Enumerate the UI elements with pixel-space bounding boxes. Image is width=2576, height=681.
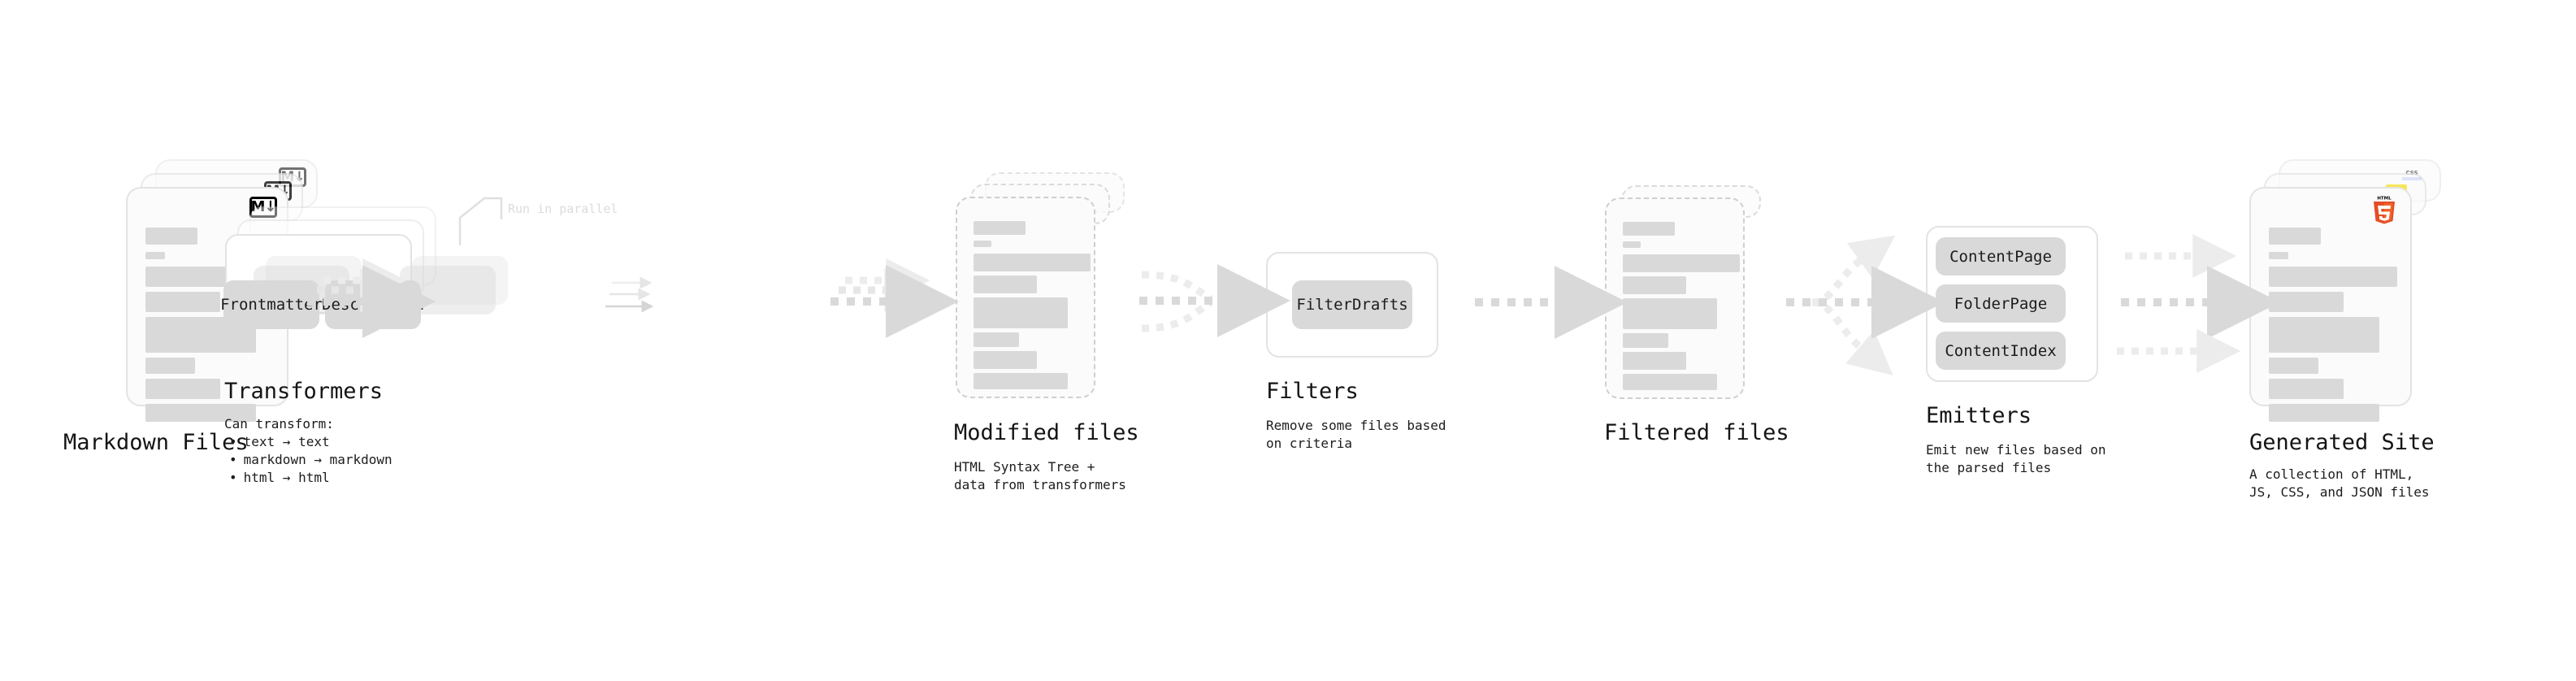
filter-chip-filterdrafts[interactable]: FilterDrafts (1292, 280, 1412, 329)
modified-desc-line2: data from transformers (954, 477, 1126, 492)
content-bar (145, 358, 195, 374)
content-bar (974, 254, 1091, 271)
content-bar (974, 275, 1037, 293)
arrow-filtered-to-emitters (1786, 235, 1945, 375)
content-bar (974, 241, 991, 247)
content-bar (1623, 352, 1686, 370)
content-bar (1623, 241, 1641, 248)
content-bar (974, 297, 1068, 328)
modified-files-title: Modified files (954, 420, 1139, 445)
arrow-frontmatter-to-description (605, 276, 654, 313)
transformers-title: Transformers (224, 379, 384, 404)
content-bar (974, 351, 1037, 369)
content-bar (145, 404, 256, 422)
generated-desc-line2: JS, CSS, and JSON files (2249, 484, 2430, 500)
transformer-chip-description[interactable]: Description (322, 280, 424, 329)
transformers-bullet: text → text (229, 433, 392, 451)
filters-desc-line2: on criteria (1266, 436, 1352, 451)
content-bar (145, 292, 220, 312)
arrow-modified-to-filters (1139, 264, 1290, 337)
emitters-description: Emit new files based on the parsed files (1926, 441, 2106, 477)
content-bar (1623, 276, 1686, 294)
filtered-file-content (1607, 199, 1743, 397)
filters-description: Remove some files based on criteria (1266, 417, 1446, 453)
emitters-desc-line2: the parsed files (1926, 460, 2052, 475)
content-bar (2269, 379, 2344, 399)
emitters-title: Emitters (1926, 403, 2032, 428)
markdown-files-title: Markdown Files (63, 430, 249, 455)
content-bar (2269, 404, 2379, 422)
modified-desc-line1: HTML Syntax Tree + (954, 459, 1095, 475)
content-bar (2269, 267, 2397, 287)
content-bar (2269, 252, 2288, 259)
content-bar (2269, 228, 2321, 245)
filtered-file-card-front (1605, 197, 1745, 399)
svg-text:HTML: HTML (2377, 197, 2392, 202)
content-bar (1623, 254, 1740, 272)
transformers-bullet: markdown → markdown (229, 451, 392, 469)
arrow-emitters-to-generated (2117, 234, 2280, 373)
generated-file-card-html: HTML (2249, 187, 2412, 422)
content-bar (1623, 333, 1668, 348)
generated-site-title: Generated Site (2249, 430, 2435, 455)
content-bar (145, 252, 165, 259)
content-bar (974, 332, 1019, 347)
filters-title: Filters (1266, 379, 1359, 404)
content-bar (145, 228, 197, 245)
filtered-files-title: Filtered files (1604, 420, 1789, 445)
generated-site-description: A collection of HTML, JS, CSS, and JSON … (2249, 466, 2430, 501)
content-bar (2269, 358, 2318, 374)
filters-desc-line1: Remove some files based (1266, 418, 1446, 433)
content-bar (974, 221, 1026, 235)
generated-desc-line1: A collection of HTML, (2249, 466, 2414, 482)
modified-file-card-front (956, 197, 1095, 398)
content-bar (2269, 292, 2344, 312)
content-bar (1623, 222, 1675, 236)
emitters-desc-line1: Emit new files based on (1926, 442, 2106, 458)
transformers-bullet-list: text → text markdown → markdown html → h… (229, 433, 392, 487)
emitter-chip-contentpage[interactable]: ContentPage (1936, 237, 2066, 275)
content-bar (1623, 298, 1717, 329)
transformer-chip-frontmatter[interactable]: Frontmatter (220, 280, 323, 329)
modified-file-content (957, 198, 1094, 397)
html5-badge-icon: HTML (2371, 195, 2397, 226)
run-in-parallel-bracket (458, 197, 503, 245)
transformers-lead: Can transform: (224, 416, 334, 432)
arrow-transformers-to-modified (830, 258, 959, 338)
content-bar (974, 373, 1068, 389)
content-bar (1623, 374, 1717, 390)
content-bar (145, 379, 220, 399)
run-in-parallel-label: Run in parallel (508, 202, 618, 216)
emitter-chip-folderpage[interactable]: FolderPage (1936, 284, 2066, 323)
generated-file-content (2251, 189, 2410, 422)
modified-files-description: HTML Syntax Tree + data from transformer… (954, 458, 1126, 494)
content-bar (2269, 317, 2379, 353)
emitter-chip-contentindex[interactable]: ContentIndex (1936, 332, 2066, 370)
transformers-bullet: html → html (229, 469, 392, 487)
